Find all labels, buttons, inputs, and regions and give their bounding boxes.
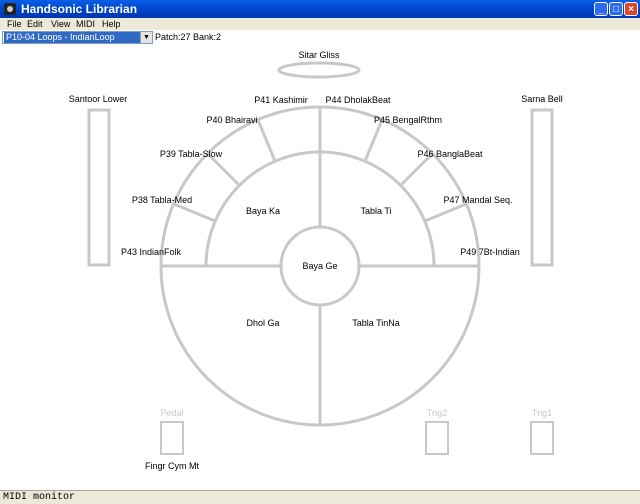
label-p38: P38 Tabla-Med (132, 195, 192, 205)
trigger-trig1[interactable] (530, 421, 554, 455)
menu-help[interactable]: Help (102, 19, 121, 29)
label-tabla-tinna: Tabla TinNa (352, 318, 400, 328)
ring-divider (363, 119, 384, 162)
label-tabla-ti: Tabla Ti (360, 206, 391, 216)
dropdown-arrow-icon[interactable]: ▼ (140, 32, 152, 43)
menu-view[interactable]: View (51, 19, 71, 29)
label-dhol-ga: Dhol Ga (246, 318, 279, 328)
menu-bar: File Edit View MIDI Help (0, 18, 640, 30)
label-baya-ge: Baya Ge (302, 261, 337, 271)
label-p49: P49 7Bt-Indian (460, 247, 520, 257)
ring-divider (399, 152, 434, 187)
label-p44: P44 DholakBeat (325, 95, 391, 105)
drum-icon (4, 3, 16, 15)
trigger-trig2[interactable] (425, 421, 449, 455)
label-pedal: Pedal (160, 408, 183, 418)
label-trig1: Trig1 (532, 408, 552, 418)
status-bar: MIDI monitor (0, 490, 640, 504)
ring-divider (206, 152, 241, 187)
menu-file[interactable]: File (7, 19, 22, 29)
pad-sarna-bell[interactable] (530, 108, 554, 267)
label-p45: P45 BengalRthm (374, 115, 442, 125)
pad-layout: Sitar Gliss Santoor Lower Sarna Bell P41… (0, 45, 640, 490)
ring-divider (424, 202, 467, 223)
ring-divider (256, 119, 277, 162)
minimize-icon: _ (598, 4, 604, 15)
patch-info: Patch:27 Bank:2 (155, 32, 222, 42)
patch-select[interactable]: P10-04 Loops - IndianLoop ▼ (2, 31, 153, 44)
pad-sitar-gliss[interactable] (277, 61, 361, 79)
maximize-icon: □ (612, 4, 620, 15)
window-title: Handsonic Librarian (21, 2, 138, 16)
label-santoor-lower: Santoor Lower (69, 94, 128, 104)
label-sarna-bell: Sarna Bell (521, 94, 563, 104)
ring-divider (173, 202, 216, 223)
pad-santoor-lower[interactable] (87, 108, 111, 267)
minimize-button[interactable]: _ (594, 2, 608, 16)
label-baya-ka: Baya Ka (246, 206, 280, 216)
toolbar: P10-04 Loops - IndianLoop ▼ Patch:27 Ban… (0, 30, 640, 45)
close-icon: × (628, 4, 634, 15)
label-p39: P39 Tabla-Slow (160, 149, 223, 159)
pad-diagram: Sitar Gliss Santoor Lower Sarna Bell P41… (69, 50, 563, 471)
menu-midi[interactable]: MIDI (76, 19, 95, 29)
label-fingr-cym: Fingr Cym Mt (145, 461, 199, 471)
close-button[interactable]: × (624, 2, 638, 16)
label-p46: P46 BanglaBeat (417, 149, 483, 159)
label-trig2: Trig2 (427, 408, 447, 418)
label-p41: P41 Kashimir (254, 95, 308, 105)
label-sitar-gliss: Sitar Gliss (298, 50, 340, 60)
menu-edit[interactable]: Edit (27, 19, 43, 29)
trigger-pedal[interactable] (160, 421, 184, 455)
label-p40: P40 Bhairavi (206, 115, 257, 125)
label-p43: P43 IndianFolk (121, 247, 182, 257)
maximize-button[interactable]: □ (609, 2, 623, 16)
title-bar[interactable]: Handsonic Librarian _ □ × (0, 0, 640, 18)
midi-monitor-label: MIDI monitor (3, 492, 76, 503)
label-p47: P47 Mandal Seq. (443, 195, 512, 205)
patch-select-value: P10-04 Loops - IndianLoop (4, 32, 140, 43)
pad-baya-ge[interactable] (279, 225, 361, 307)
